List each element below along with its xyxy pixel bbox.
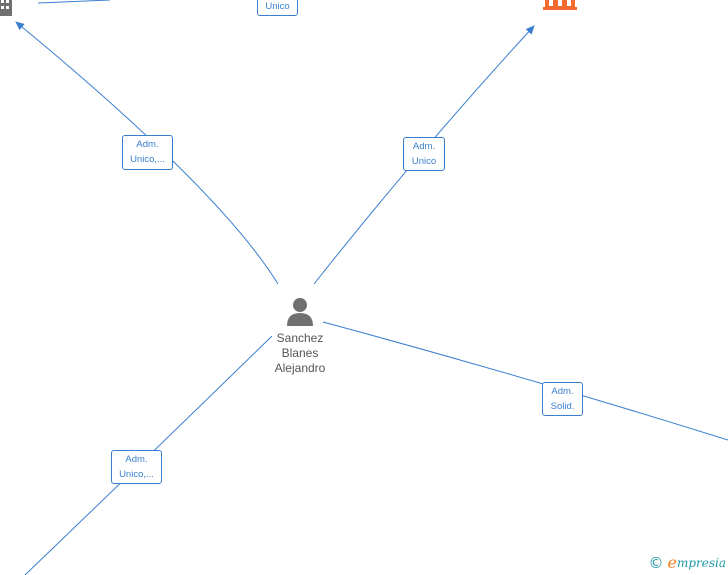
building-icon [543,0,577,10]
edge-label-top-left[interactable]: Adm. Unico,... [122,135,173,170]
edge-to-top-left-company [15,21,279,285]
person-name-line: Sanchez [276,331,324,345]
edge-to-right [322,321,728,441]
company-node-top-left[interactable] [0,0,18,23]
edge-label-line: Unico,... [130,154,165,165]
edge-label-line: Adm. [412,141,436,152]
brand-name: mpresia [676,555,726,570]
company-node-top-right[interactable] [543,0,577,15]
edge-label-bottom-left[interactable]: Adm. Unico,... [111,450,162,484]
person-name-line: Blanes [281,346,319,360]
edge-label-right[interactable]: Adm. Solid. [542,382,583,416]
watermark: © e mpresia [648,553,726,572]
copyright-symbol: © [648,553,664,572]
edge-top-partial [37,0,111,4]
edge-label-line: Unico,... [119,469,154,480]
edge-label-line: Solid. [550,401,575,412]
brand-initial: e [667,553,677,572]
edge-label-top-right[interactable]: Adm. Unico [403,137,445,171]
edge-label-line: Adm. [136,139,159,150]
edge-label-line: Adm. [125,454,148,465]
person-name-line: Alejandro [274,361,326,375]
edge-label-line: Adm. [551,386,574,397]
person-icon [287,298,313,326]
building-icon [0,0,12,16]
edge-label-top-partial[interactable]: Unico [257,0,298,16]
edge-label-line: Unico [265,1,290,12]
person-node-center[interactable]: Sanchez Blanes Alejandro [262,296,338,376]
person-name: Sanchez Blanes Alejandro [262,331,338,376]
edge-label-line: Unico [411,156,437,167]
